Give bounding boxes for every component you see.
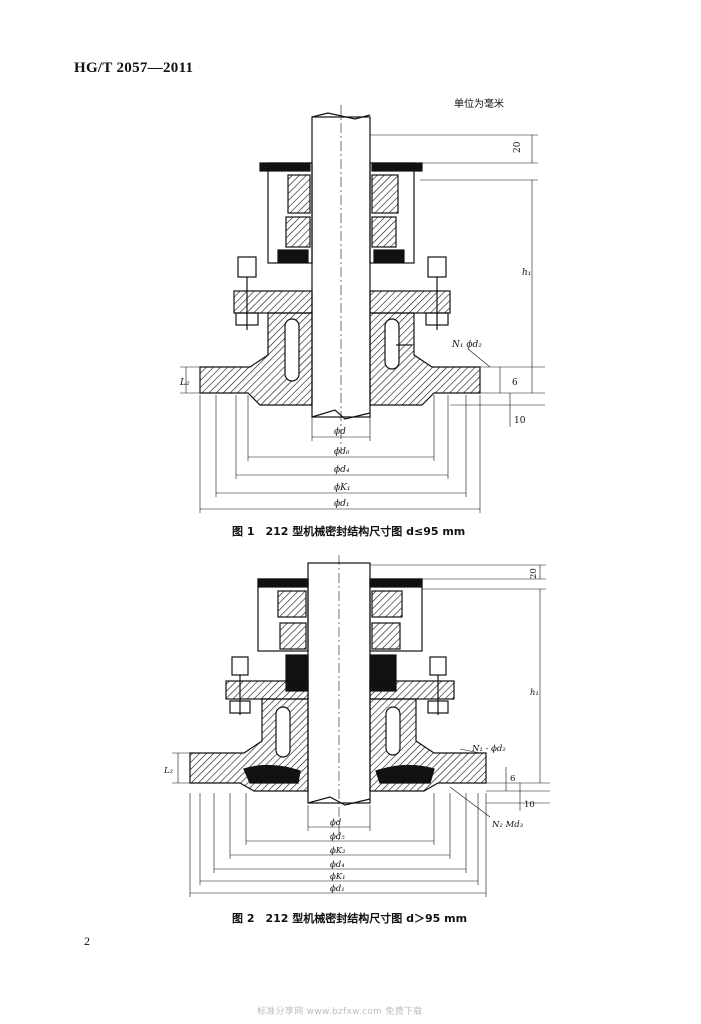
d-label: ϕd	[334, 427, 346, 437]
n1-d2-label-2: N₁ - ϕd₂	[471, 744, 506, 754]
d5-label: ϕd₅	[330, 832, 345, 842]
d1-label-2: ϕd₁	[330, 884, 345, 894]
watermark: 标准分享网 www.bzfxw.com 免费下载	[257, 1007, 423, 1017]
d4-label: ϕd₄	[334, 465, 350, 475]
k1-label-2: ϕK₁	[330, 872, 346, 882]
standard-number: HG/T 2057—2011	[74, 60, 194, 76]
h1-label: h₁	[522, 268, 531, 278]
figure-2-drawing: 20 h₁ L₂ N₁ - ϕd₂ N₂ Md₃ 6 10 ϕd ϕd₅ ϕK₂…	[163, 555, 550, 897]
k2-label: ϕK₂	[330, 846, 346, 856]
figure-2-caption: 图 2 212 型机械密封结构尺寸图 d＞95 mm	[232, 912, 468, 925]
page-number: 2	[84, 934, 90, 948]
l2-label: L₂	[179, 378, 190, 388]
n2-md3-label: N₂ Md₃	[491, 820, 524, 830]
k1-label: ϕK₁	[334, 483, 350, 493]
dim-20-label-2: 20	[529, 568, 539, 579]
l2-label-2: L₂	[163, 766, 174, 776]
d1-label: ϕd₁	[334, 499, 350, 509]
d-label-2: ϕd	[330, 818, 342, 828]
dim-10-label: 10	[514, 416, 526, 426]
dim-10-label-2: 10	[524, 800, 535, 810]
figure-1-caption: 图 1 212 型机械密封结构尺寸图 d≤95 mm	[232, 525, 466, 538]
h1-label-2: h₁	[530, 688, 539, 698]
dim-20-label: 20	[513, 141, 523, 153]
d4-label-2: ϕd₄	[330, 860, 345, 870]
unit-note: 单位为毫米	[454, 99, 504, 110]
dim-6-label-2: 6	[510, 774, 515, 784]
dim-6-label: 6	[512, 378, 518, 388]
d6-label: ϕd₆	[334, 447, 350, 457]
figure-1-drawing: 20 h₁ L₂ N₁ ϕd₂ 6 10 ϕd ϕd₆ ϕd₄ ϕK₁ ϕd₁	[179, 105, 545, 513]
n1-d2-label: N₁ ϕd₂	[451, 340, 482, 350]
